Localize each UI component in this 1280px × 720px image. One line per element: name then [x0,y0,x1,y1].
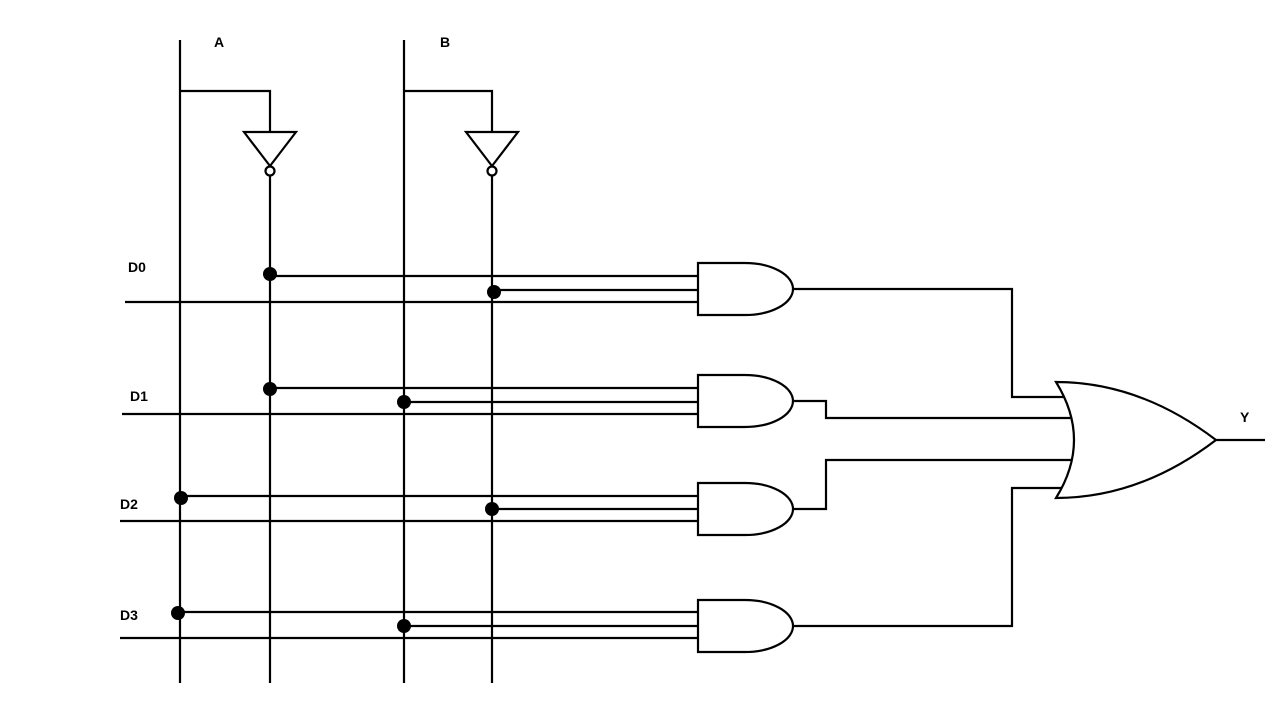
not-gate-b [463,130,521,177]
label-a: A [214,34,224,50]
or-gate [1054,380,1218,500]
and0-out [793,287,1066,399]
and-gate-1 [696,373,795,429]
label-d0: D0 [128,259,146,275]
label-b: B [440,34,450,50]
junction-and2-bnot [485,502,499,516]
wire-a-to-not [180,89,272,132]
junction-and0-anot [263,267,277,281]
and2-out [793,458,1074,511]
label-d1: D1 [130,388,148,404]
wire-b-to-not [404,89,494,132]
junction-and1-b [397,395,411,409]
junction-and3-a [171,606,185,620]
junction-and2-a [174,491,188,505]
and-gate-0 [696,261,795,317]
not-gate-a [241,130,299,177]
label-d2: D2 [120,496,138,512]
junction-and3-b [397,619,411,633]
and1-out [793,399,1074,420]
and-gate-3 [696,598,795,654]
label-d3: D3 [120,607,138,623]
junction-and1-anot [263,382,277,396]
label-y: Y [1240,409,1250,425]
and3-out [793,486,1066,628]
junction-and0-bnot [487,285,501,299]
and-gate-2 [696,481,795,537]
